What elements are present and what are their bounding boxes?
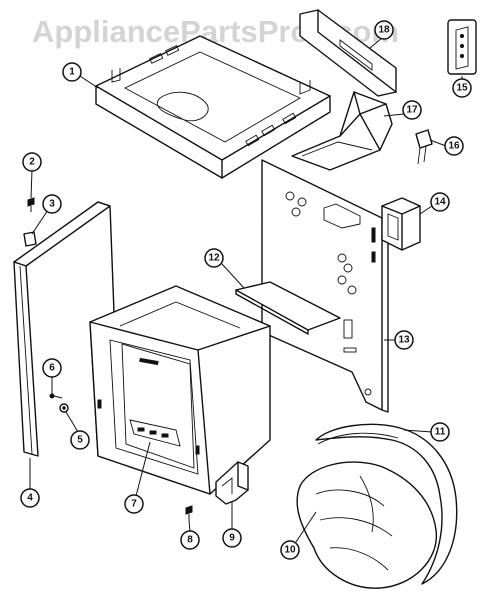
callout-4: 4	[20, 488, 40, 508]
part-10-insulation-blanket	[296, 461, 438, 589]
svg-text:8: 8	[187, 535, 193, 546]
part-2-screw	[27, 197, 35, 212]
svg-text:7: 7	[131, 499, 137, 510]
svg-text:15: 15	[456, 83, 468, 94]
part-14-bracket-box	[381, 197, 421, 251]
callout-11: 11	[430, 422, 450, 442]
part-12-insulation-pad	[235, 281, 341, 335]
part-4-side-trim	[13, 201, 117, 457]
svg-text:16: 16	[448, 141, 460, 152]
callout-18: 18	[374, 20, 394, 40]
part-18-angled-panel	[299, 9, 397, 97]
svg-text:10: 10	[284, 545, 296, 556]
callout-5: 5	[70, 430, 90, 450]
callout-17: 17	[402, 100, 422, 120]
part-7-oven-cavity	[89, 285, 271, 495]
svg-text:3: 3	[49, 199, 55, 210]
callout-6: 6	[42, 358, 62, 378]
svg-text:4: 4	[27, 493, 33, 504]
part-13-rear-panel	[261, 159, 389, 413]
svg-text:6: 6	[49, 363, 55, 374]
callout-1: 1	[62, 62, 82, 82]
part-15-terminal-strip	[447, 19, 477, 75]
callout-2: 2	[22, 152, 42, 172]
svg-text:2: 2	[29, 157, 35, 168]
leader-lines	[29, 37, 463, 543]
part-16-switch	[415, 129, 433, 165]
svg-text:18: 18	[378, 25, 390, 36]
svg-text:14: 14	[434, 197, 446, 208]
part-17-duct	[291, 91, 393, 171]
callout-14: 14	[430, 192, 450, 212]
part-5-washer	[59, 403, 69, 413]
callout-12: 12	[204, 248, 224, 268]
part-6-screw	[49, 393, 63, 399]
svg-text:13: 13	[398, 335, 410, 346]
svg-text:9: 9	[229, 533, 235, 544]
svg-text:11: 11	[435, 427, 446, 438]
svg-text:12: 12	[208, 253, 220, 264]
part-11-gasket	[315, 423, 458, 585]
svg-text:5: 5	[77, 435, 83, 446]
callout-10: 10	[280, 540, 300, 560]
callout-15: 15	[452, 78, 472, 98]
callout-3: 3	[42, 194, 62, 214]
callout-8: 8	[180, 530, 200, 550]
callout-16: 16	[444, 136, 464, 156]
part-9-bracket	[215, 461, 249, 505]
callout-13: 13	[394, 330, 414, 350]
callout-7: 7	[124, 494, 144, 514]
callout-9: 9	[222, 528, 242, 548]
part-8-screw	[185, 505, 193, 520]
svg-text:1: 1	[69, 67, 75, 78]
part-3-clip	[23, 231, 37, 247]
part-1-bottom-tray	[95, 35, 331, 179]
svg-text:17: 17	[406, 105, 418, 116]
